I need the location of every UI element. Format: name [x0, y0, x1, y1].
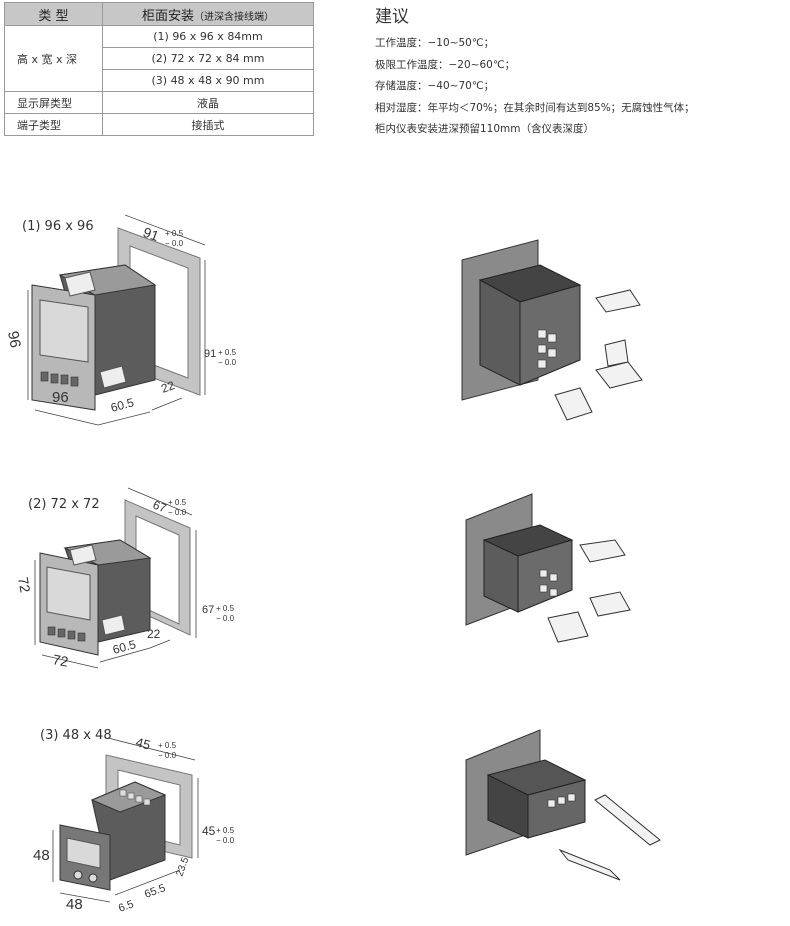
- fig1-width: 96: [52, 389, 69, 406]
- fig1-cutout-tol-zero: − 0.0: [165, 239, 184, 248]
- size-value-3: (3) 48 x 48 x 90 mm: [102, 69, 314, 92]
- fig1-cutout-dim-v: 91: [204, 348, 216, 360]
- size-value-1: (1) 96 x 96 x 84mm: [102, 25, 314, 48]
- fig2-tol-plus: + 0.5: [168, 498, 187, 507]
- fig1-terminal: 22: [159, 378, 177, 396]
- fig2-cutout-dim: 67: [151, 498, 169, 516]
- fig2-cutout-dim-v: 67: [202, 604, 214, 616]
- fig3-cutout-dim-v: 45: [202, 824, 216, 838]
- figure-2-label: (2) 72 x 72: [28, 497, 100, 512]
- install-illustration-1: [461, 239, 643, 421]
- table-row: (3) 48 x 48 x 90 mm: [5, 69, 314, 92]
- table-row: 高 x 宽 x 深 (1) 96 x 96 x 84mm: [4, 25, 314, 92]
- fig1-depth: 60.5: [109, 395, 135, 415]
- fig2-tol-zero: − 0.0: [168, 508, 187, 517]
- terminal-value: 接插式: [102, 113, 314, 136]
- fig3-front: 6.5: [117, 898, 135, 915]
- fig2-depth: 60.5: [111, 637, 137, 657]
- fig2-tol-zero-v: − 0.0: [216, 614, 235, 623]
- fig3-tol-plus-v: + 0.5: [216, 826, 235, 835]
- header-type: 类 型: [4, 2, 103, 26]
- fig1-tol-zero-v: − 0.0: [218, 358, 237, 367]
- meter-screen-1: [39, 299, 89, 363]
- fig2-terminal: 22: [147, 627, 161, 641]
- spec-table: 类 型 柜面安装（进深含接线端） 高 x 宽 x 深 (1) 96 x 96 x…: [4, 2, 314, 136]
- fig2-tol-plus-v: + 0.5: [216, 604, 235, 613]
- figure-1-label: (1) 96 x 96: [22, 219, 94, 234]
- fig2-width: 72: [51, 651, 69, 669]
- fig3-cutout-dim: 45: [134, 734, 152, 752]
- fig1-cutout-tol-plus: + 0.5: [165, 229, 184, 238]
- fig3-height: 48: [33, 847, 50, 864]
- advice-line-5: 柜内仪表安装进深预留110mm（含仪表深度）: [375, 123, 594, 135]
- fig3-tol-zero: − 0.0: [158, 751, 177, 760]
- install-illustration-2: [465, 493, 631, 643]
- table-row: 端子类型 接插式: [4, 113, 314, 136]
- fig2-height: 72: [15, 576, 33, 594]
- advice-line-3: 存储温度：−40~70℃；: [375, 80, 495, 92]
- advice-line-1: 工作温度：−10~50℃；: [375, 37, 495, 49]
- fig1-tol-plus-v: + 0.5: [218, 348, 237, 357]
- advice-section: 建议 工作温度：−10~50℃； 极限工作温度：−20~60℃； 存储温度：−4…: [375, 2, 785, 141]
- header-install-label: 柜面安装: [141, 8, 194, 24]
- install-illustration-3: [465, 729, 661, 881]
- advice-title: 建议: [375, 7, 409, 27]
- fig1-height: 96: [4, 330, 24, 349]
- fig3-tol-zero-v: − 0.0: [216, 836, 235, 845]
- advice-line-4: 相对湿度：年平均＜70%；在其余时间有达到85%；无腐蚀性气体；: [375, 101, 695, 114]
- meter-screen-3: [66, 837, 101, 869]
- terminal-label: 端子类型: [4, 113, 103, 136]
- fig3-width: 48: [66, 896, 83, 913]
- header-install-note: （进深含接线端）: [194, 11, 274, 23]
- fig3-tol-plus: + 0.5: [158, 741, 177, 750]
- figure-3-label: (3) 48 x 48: [40, 728, 112, 743]
- fig1-cutout-dim: 91: [141, 224, 161, 244]
- meter-screen-2: [46, 566, 91, 621]
- advice-line-2: 极限工作温度：−20~60℃；: [375, 58, 516, 71]
